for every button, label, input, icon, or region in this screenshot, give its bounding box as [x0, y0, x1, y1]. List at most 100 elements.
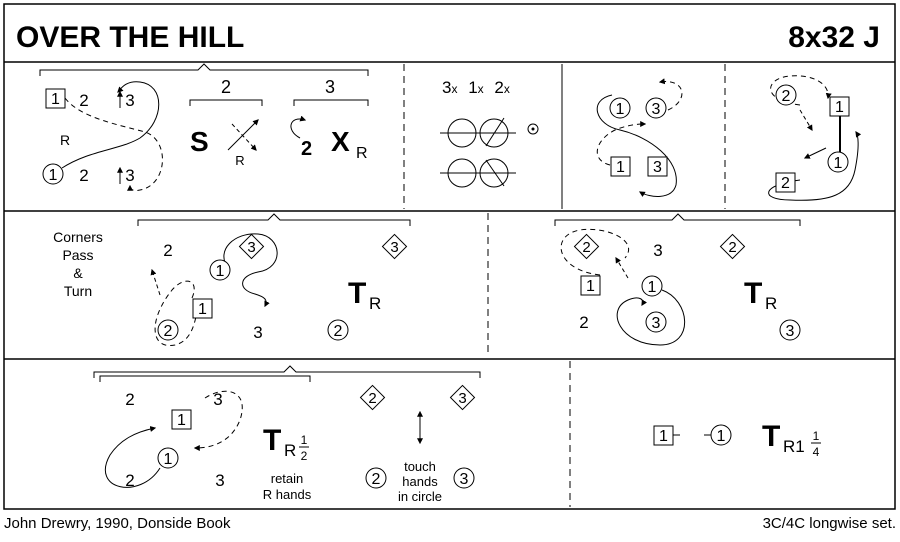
arrow: [799, 109, 813, 132]
dancer-circle-1: [42, 163, 64, 185]
set-arrow: [231, 123, 257, 151]
set-subscript: R: [235, 153, 244, 168]
dancer-label: 2: [781, 175, 790, 192]
dancer-label: 3: [653, 159, 662, 176]
dancer-label: 3: [460, 471, 469, 488]
arrow: [803, 147, 827, 159]
dancer-label: 3: [652, 101, 661, 118]
dancer-label: 3: [125, 91, 134, 110]
dancer-label: 3: [125, 166, 134, 185]
phrase-bracket: [554, 213, 801, 226]
bar-count: 2: [221, 77, 231, 97]
dancer-label: 2: [579, 313, 588, 332]
retain-text: retain: [271, 471, 304, 486]
path-dashed: [560, 228, 629, 276]
dancer-circle: [645, 311, 667, 333]
dancer-diamond: [719, 233, 746, 260]
dancer-label: 1: [616, 101, 625, 118]
dancer-circle: [827, 151, 849, 173]
touch-text: in circle: [398, 489, 442, 504]
dancer-label: 1: [177, 412, 186, 429]
dancer-circle: [645, 97, 667, 119]
dancer-diamond: [238, 233, 265, 260]
dancer-diamond: [381, 233, 408, 260]
dancer-label: 1: [164, 451, 173, 468]
dancer-label: 2: [372, 471, 381, 488]
path-solid: [596, 94, 677, 198]
dancer-label: 3: [653, 241, 662, 260]
dancer-label: 1: [717, 428, 726, 445]
bar-bracket: [293, 99, 369, 106]
reel-arrow: [290, 115, 307, 139]
set-symbol: S: [190, 126, 209, 157]
fraction-numerator: 1: [301, 433, 308, 447]
dancer-label: 1: [216, 263, 225, 280]
dancer-circle: [609, 97, 631, 119]
dancer-circle: [209, 259, 231, 281]
phrase-bracket: [137, 213, 411, 226]
dancer-label: 2: [125, 390, 134, 409]
repeat-marker: 3x 1x 2x: [442, 78, 510, 97]
dancer-label: 3: [786, 323, 795, 340]
dancer-label: 1: [835, 99, 844, 116]
dancer-diamond: [359, 384, 386, 411]
dancer-box: [192, 298, 213, 319]
path-solid: [223, 233, 278, 308]
fraction-denominator: 2: [301, 449, 308, 463]
path-dashed: [597, 121, 647, 166]
dancer-box: [829, 96, 850, 117]
dance-type: 8x32 J: [788, 21, 880, 54]
dancer-label: 1: [49, 167, 58, 184]
turn-subscript: R1: [783, 437, 805, 456]
dancer-label: 2: [164, 323, 173, 340]
path-dashed: [193, 390, 243, 451]
path-solid: [616, 289, 686, 346]
dancer-label: 2: [582, 239, 590, 256]
corners-text: Turn: [64, 283, 92, 299]
dancer-label: 2: [125, 471, 134, 490]
path-solid: [61, 81, 160, 169]
dancer-label: 2: [79, 166, 88, 185]
turn-symbol: T: [744, 277, 762, 310]
dancer-label: 3: [390, 239, 398, 256]
dancer-label: 3: [247, 239, 255, 256]
bar-bracket: [189, 99, 263, 106]
dancer-circle: [157, 319, 179, 341]
path-solid: [768, 131, 862, 201]
dance-title: OVER THE HILL: [16, 21, 244, 54]
turn-subscript: R: [284, 441, 296, 460]
retain-text: R hands: [263, 487, 312, 502]
dancer-label: 2: [334, 323, 343, 340]
reel-marker-dot: [531, 127, 535, 131]
dancer-circle: [779, 319, 801, 341]
dancer-label: 3: [215, 471, 224, 490]
cross-subscript: R: [356, 145, 368, 162]
dancer-label: 1: [659, 428, 668, 445]
dancer-box: [580, 275, 601, 296]
reel-line: [485, 159, 505, 187]
dancer-label: 1: [648, 279, 657, 296]
fraction-numerator: 1: [813, 429, 820, 443]
arrow: [150, 268, 161, 296]
dancer-box: [171, 409, 192, 430]
path-dashed: [64, 97, 163, 191]
dancer-label: 3: [253, 323, 262, 342]
arrow: [615, 256, 629, 279]
dancer-label: 2: [782, 88, 791, 105]
footer-credit: John Drewry, 1990, Donside Book: [4, 515, 231, 532]
dancer-circle: [327, 319, 349, 341]
dancer-label: 2: [368, 390, 376, 407]
path-dashed: [154, 280, 199, 346]
corners-text: Pass: [62, 247, 93, 263]
phrase-bracket: [39, 63, 369, 76]
turn-subscript: R: [765, 294, 777, 313]
dancer-circle: [453, 467, 475, 489]
path-solid: [104, 426, 161, 488]
phrase-bracket: [99, 375, 311, 382]
turn-symbol: T: [263, 424, 281, 457]
cross-symbol: X: [331, 126, 350, 157]
touch-text: hands: [402, 474, 438, 489]
dancer-label: 1: [834, 155, 843, 172]
corners-text: &: [73, 265, 83, 281]
